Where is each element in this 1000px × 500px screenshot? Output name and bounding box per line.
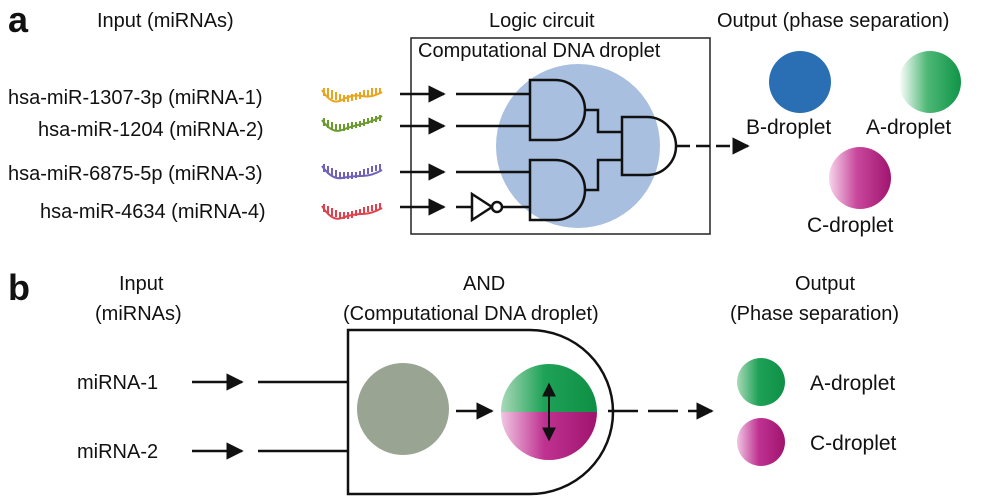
a-droplet-label: A-droplet <box>866 116 951 139</box>
panel-a-output-title: Output (phase separation) <box>717 10 949 32</box>
and-gate-3-icon <box>620 115 678 177</box>
a-droplet-circle <box>899 51 961 113</box>
separated-droplet-icon <box>501 364 597 460</box>
circuit-box-title: Computational DNA droplet <box>418 40 661 62</box>
and-gate-1-icon <box>528 78 587 142</box>
input-label-mirna-2: hsa-miR-1204 (miRNA-2) <box>38 119 264 141</box>
input-label-mirna-3: hsa-miR-6875-5p (miRNA-3) <box>8 163 263 185</box>
mirna-strand-3-icon <box>321 164 383 180</box>
input-label-mirna-1: hsa-miR-1307-3p (miRNA-1) <box>8 87 263 109</box>
panel-b-gate-title-1: AND <box>463 273 505 295</box>
panel-b-output-title-1: Output <box>795 273 855 295</box>
panel-b-input-title-1: Input <box>119 273 164 295</box>
input-label-mirna-4: hsa-miR-4634 (miRNA-4) <box>40 201 266 223</box>
not-gate-bubble <box>490 200 504 214</box>
mirna-strand-4-icon <box>321 203 383 220</box>
b-panel-a-droplet-label: A-droplet <box>810 372 895 395</box>
panel-b-input-2-label: miRNA-2 <box>77 441 158 463</box>
panel-b-input-1-label: miRNA-1 <box>77 372 158 394</box>
b-panel-c-droplet-label: C-droplet <box>810 432 897 455</box>
panel-b-input-title-2: (miRNAs) <box>95 303 182 325</box>
circuit-droplet-background <box>496 64 660 228</box>
panel-a-circuit-title: Logic circuit <box>489 10 595 32</box>
circuit-box <box>410 37 711 235</box>
b-droplet-label: B-droplet <box>746 116 831 139</box>
c-droplet-circle <box>829 147 891 209</box>
mirna-strand-2-icon <box>321 115 383 132</box>
wire-and2-out <box>585 158 622 192</box>
b-panel-c-droplet-circle <box>737 418 785 466</box>
gray-droplet-circle <box>357 363 449 455</box>
not-gate-icon <box>470 191 495 223</box>
b-droplet-circle <box>769 51 831 113</box>
panel-b-letter: b <box>8 267 30 308</box>
panel-a-input-title: Input (miRNAs) <box>97 10 234 32</box>
and-gate-2-icon <box>528 158 587 222</box>
mirna-strand-1-icon <box>321 88 383 103</box>
panel-b-gate-title-2: (Computational DNA droplet) <box>343 303 599 325</box>
b-panel-a-droplet-circle <box>737 358 785 406</box>
panel-a-letter: a <box>8 0 29 40</box>
panel-b-output-title-2: (Phase separation) <box>730 303 899 325</box>
c-droplet-label: C-droplet <box>807 214 894 237</box>
wire-and1-out <box>585 108 622 134</box>
